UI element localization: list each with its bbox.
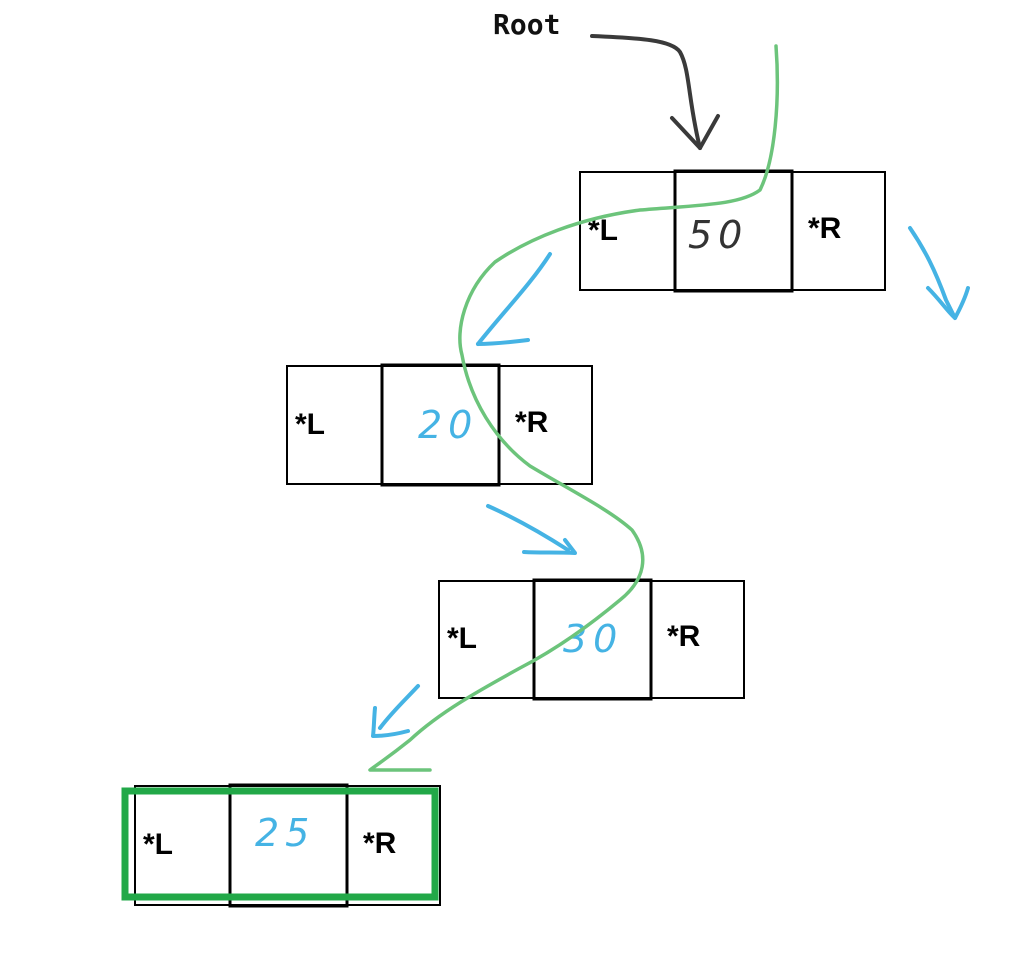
node-30: *L 30 *R [438,578,745,701]
node-20-right-pointer: *R [515,406,549,439]
node-20-left-pointer: *L [295,408,325,441]
node-50-value-cell [674,171,793,291]
node-30-right-pointer: *R [667,620,701,653]
node-50: *L 50 *R [579,169,886,293]
arrow-30-to-25 [371,684,420,738]
node-25-left-pointer: *L [143,828,173,861]
node-25-value: 25 [255,811,315,855]
node-30-value-cell [533,580,652,699]
node-20-left-cell [286,365,383,485]
node-50-left-cell [579,171,676,291]
node-30-value: 30 [563,617,623,661]
node-20-value: 20 [418,403,478,447]
node-20-right-cell [498,365,593,485]
node-30-left-pointer: *L [447,622,477,655]
node-25: *L 25 *R [121,783,441,908]
search-path [368,44,780,772]
root-arrow [590,34,720,150]
arrow-50-to-right [908,226,970,320]
arrow-50-to-20 [476,252,552,346]
node-25-right-cell [346,785,441,906]
node-50-right-pointer: *R [808,212,842,245]
found-node-highlight [121,787,439,901]
node-30-right-cell [650,580,745,699]
node-50-right-cell [791,171,886,291]
root-label: Root [493,8,560,41]
node-25-right-pointer: *R [363,827,397,860]
node-50-value: 50 [688,213,748,257]
node-25-value-cell [229,785,348,906]
node-30-left-cell [438,580,535,699]
arrow-20-to-30 [486,504,577,555]
node-20: *L 20 *R [286,363,593,487]
